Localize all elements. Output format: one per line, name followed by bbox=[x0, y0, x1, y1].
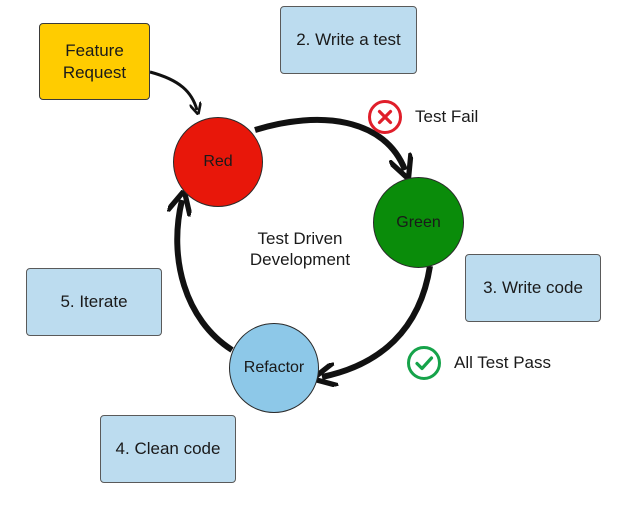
arrow-refactor-to-red bbox=[177, 200, 234, 353]
feature-request-box: Feature Request bbox=[39, 23, 150, 100]
red-node-label: Red bbox=[203, 153, 233, 170]
status-test-fail: Test Fail bbox=[367, 99, 478, 135]
refactor-node-label: Refactor bbox=[243, 359, 305, 376]
red-node: Red bbox=[173, 117, 263, 207]
step-write-test-label: 2. Write a test bbox=[296, 30, 401, 50]
x-circle-icon bbox=[368, 100, 402, 134]
status-all-test-pass-label: All Test Pass bbox=[454, 353, 552, 372]
step-write-code-label: 3. Write code bbox=[483, 278, 583, 298]
green-node: Green bbox=[373, 177, 464, 268]
step-write-code-box: 3. Write code bbox=[465, 254, 601, 322]
check-circle-icon bbox=[407, 346, 441, 380]
center-title-line1: Test Driven bbox=[257, 229, 343, 248]
center-title: Test Driven Development bbox=[230, 228, 370, 271]
arrow-red-to-green bbox=[254, 117, 405, 170]
arrow-green-to-refactor bbox=[322, 265, 433, 377]
step-iterate-label: 5. Iterate bbox=[60, 292, 128, 312]
step-write-test-box: 2. Write a test bbox=[280, 6, 417, 74]
step-iterate-box: 5. Iterate bbox=[26, 268, 162, 336]
arrow-feature-to-red bbox=[149, 70, 197, 110]
status-all-test-pass: All Test Pass bbox=[406, 345, 551, 381]
step-clean-code-label: 4. Clean code bbox=[115, 439, 221, 459]
refactor-node: Refactor bbox=[229, 323, 319, 413]
center-title-line2: Development bbox=[249, 250, 351, 270]
step-clean-code-box: 4. Clean code bbox=[100, 415, 236, 483]
feature-request-label-line1: Feature bbox=[65, 41, 124, 61]
feature-request-label-line2: Request bbox=[62, 62, 127, 82]
green-node-label: Green bbox=[396, 213, 441, 231]
status-test-fail-label: Test Fail bbox=[415, 107, 479, 126]
